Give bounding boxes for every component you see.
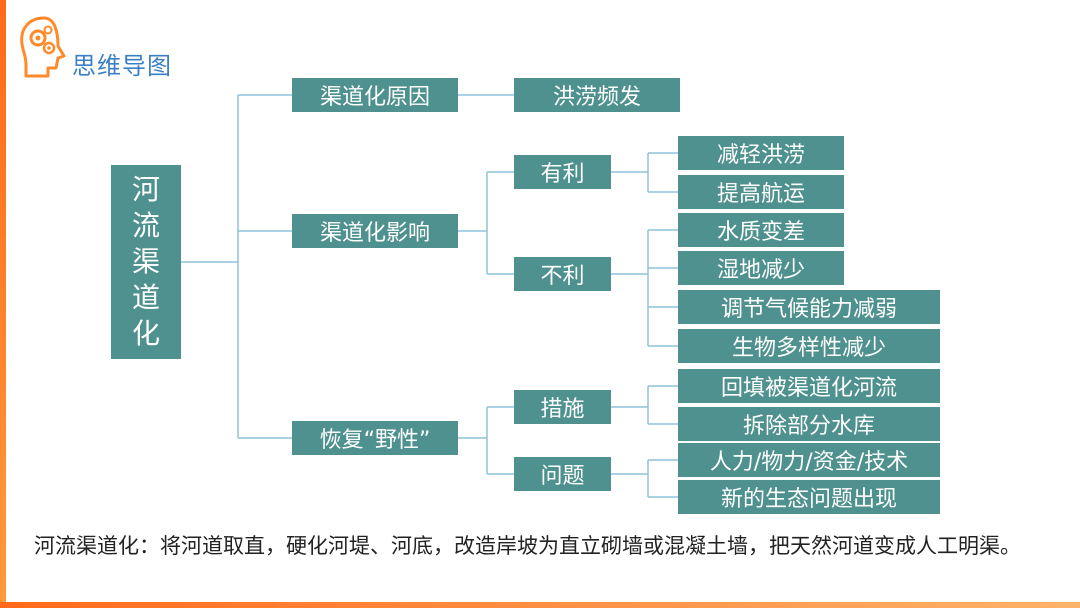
accent-bottom-bar xyxy=(0,602,1080,608)
root-char: 化 xyxy=(131,317,160,350)
definition-note: 河流渠道化：将河道取直，硬化河堤、河底，改造岸坡为直立砌墙或混凝土墙，把天然河道… xyxy=(34,534,1021,558)
leaf-pros-item: 提高航运 xyxy=(678,175,844,209)
brand-title: 思维导图 xyxy=(72,52,172,80)
leaf-pros-item: 减轻洪涝 xyxy=(678,136,844,170)
node-cons: 不利 xyxy=(514,257,611,291)
root-char: 道 xyxy=(131,281,160,314)
leaf-cons-item: 湿地减少 xyxy=(678,251,844,285)
accent-left-bar xyxy=(0,0,6,608)
leaf-cons-item: 生物多样性减少 xyxy=(678,329,940,363)
root-char: 河 xyxy=(131,173,160,206)
leaf-problems-item: 新的生态问题出现 xyxy=(678,480,940,514)
node-impacts: 渠道化影响 xyxy=(292,214,458,248)
leaf-measures-item: 回填被渠道化河流 xyxy=(678,369,940,403)
leaf-problems-item: 人力/物力/资金/技术 xyxy=(678,443,940,477)
node-measures: 措施 xyxy=(514,390,611,424)
leaf-cons-item: 水质变差 xyxy=(678,213,844,247)
leaf-cons-item: 调节气候能力减弱 xyxy=(678,290,940,324)
leaf-measures-item: 拆除部分水库 xyxy=(678,407,940,441)
root-char: 流 xyxy=(131,209,160,242)
node-problems: 问题 xyxy=(514,457,611,491)
leaf-causes-item: 洪涝频发 xyxy=(514,78,680,112)
node-pros: 有利 xyxy=(514,155,611,189)
head-gears-icon xyxy=(20,16,66,78)
root-node: 河 流 渠 道 化 xyxy=(111,165,181,359)
node-causes: 渠道化原因 xyxy=(292,78,458,112)
node-restore: 恢复“野性” xyxy=(292,421,458,455)
root-char: 渠 xyxy=(131,245,160,278)
